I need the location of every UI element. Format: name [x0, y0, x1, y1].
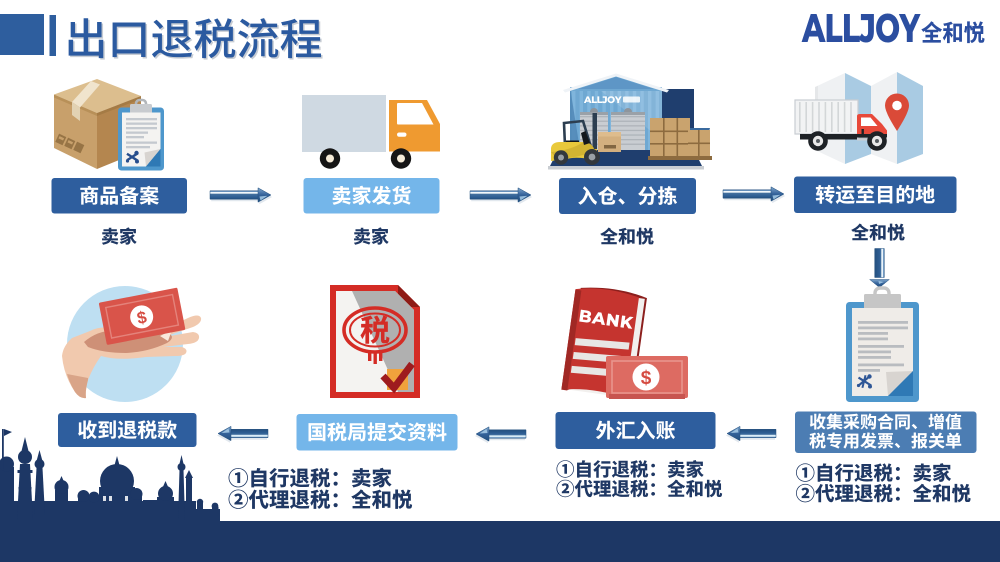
svg-text:$: $	[135, 308, 148, 329]
svg-text:$: $	[641, 368, 652, 389]
